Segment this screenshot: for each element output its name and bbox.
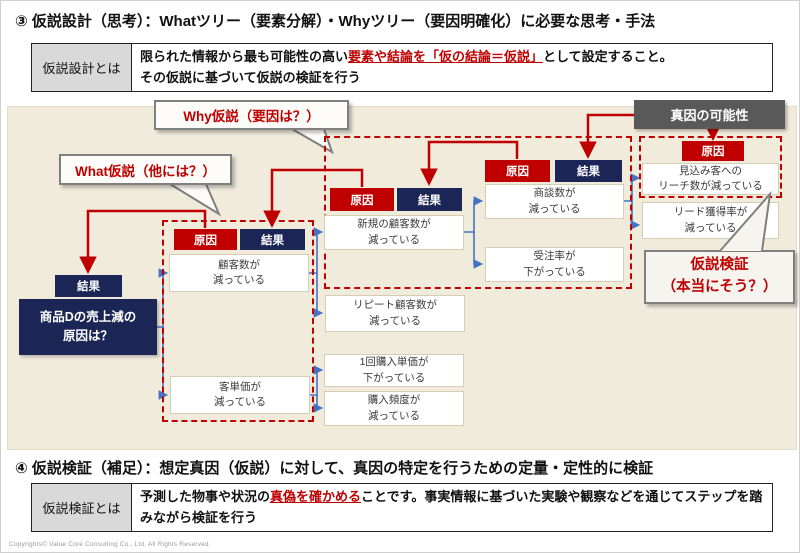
definition-term-verify: 仮説検証とは [32,484,132,531]
node-customers: 顧客数が 減っている [169,254,309,292]
node-reach: 見込み客への リーチ数が減っている [642,163,779,195]
node-new-customers: 新規の顧客数が 減っている [324,215,464,250]
verify-post: ことです。事実情報に基づいた実験や観察などを通じてステップを踏みながら検証を行う [140,489,763,525]
cause-label-3: 原因 [485,160,550,182]
root-node: 商品Dの売上減の 原因は？ [19,299,157,355]
definition-line1: 限られた情報から最も可能性の高い要素や結論を「仮の結論＝仮説」として設定すること… [140,47,764,67]
node-purchase-frequency: 購入頻度が 減っている [324,391,464,426]
definition-line2: その仮説に基づいて仮説の検証を行う [140,69,361,85]
result-label-root: 結果 [55,275,122,297]
section3-title: ③ 仮説設計（思考）：Whatツリー（要素分解）・Whyツリー（要因明確化）に必… [15,13,656,30]
result-label-1: 結果 [240,229,305,250]
definition-verify-text: 予測した物事や状況の真偽を確かめることです。事実情報に基づいた実験や観察などを通… [140,487,764,527]
link-unitprice-frequency [313,395,324,413]
definition-table-design: 仮説設計とは 限られた情報から最も可能性の高い要素や結論を「仮の結論＝仮説」とし… [31,43,773,92]
link-customers-repeat [313,273,324,318]
node-purchase-price: 1回購入単価が 下がっている [324,354,464,387]
node-lead-rate: リード獲得率が 減っている [642,202,779,239]
definition-table-verify: 仮説検証とは 予測した物事や状況の真偽を確かめることです。事実情報に基づいた実験… [31,483,773,532]
section4-title: ④ 仮説検証（補足）：想定真因（仮説）に対して、真因の特定を行うための定量・定性… [15,460,654,477]
link-meetings-leadrate [630,201,641,230]
verify-pre: 予測した物事や状況の [140,489,271,505]
node-meetings: 商談数が 減っている [485,184,624,219]
node-order-rate: 受注率が 下がっている [485,247,624,282]
copyright-footer: Copyrights© Value Core Consulting Co., L… [9,541,211,548]
definition-content-design: 限られた情報から最も可能性の高い要素や結論を「仮の結論＝仮説」として設定すること… [132,44,772,91]
definition-highlight: 要素や結論を「仮の結論＝仮説」 [348,49,544,65]
what-callout: What仮説（他には？） [59,154,232,185]
definition-pre: 限られた情報から最も可能性の高い [140,49,349,65]
why-callout: Why仮説（要因は？） [154,100,349,130]
definition-post: として設定すること。 [543,49,673,65]
cause-label-2: 原因 [330,188,394,211]
cause-label-1: 原因 [174,229,237,250]
why-hypothesis-frame [324,136,632,289]
true-cause-banner: 真因の可能性 [634,100,785,129]
what-callout-tail [169,183,222,217]
node-repeat-customers: リピート顧客数が 減っている [325,295,465,332]
what-hypothesis-frame [162,220,314,422]
verify-highlight: 真偽を確かめる [270,489,362,505]
hypothesis-tree-diagram: Why仮説（要因は？） What仮説（他には？） 真因の可能性 結果 商品Dの売… [7,100,797,450]
result-label-3: 結果 [555,160,622,182]
definition-term-design: 仮説設計とは [32,44,132,91]
true-cause-frame [639,136,782,198]
cause-label-4: 原因 [682,141,744,161]
result-label-2: 結果 [397,188,462,211]
verify-callout: 仮説検証 （本当にそう？） [644,250,795,304]
node-unit-price: 客単価が 減っている [170,376,310,414]
definition-content-verify: 予測した物事や状況の真偽を確かめることです。事実情報に基づいた実験や観察などを通… [132,484,772,531]
